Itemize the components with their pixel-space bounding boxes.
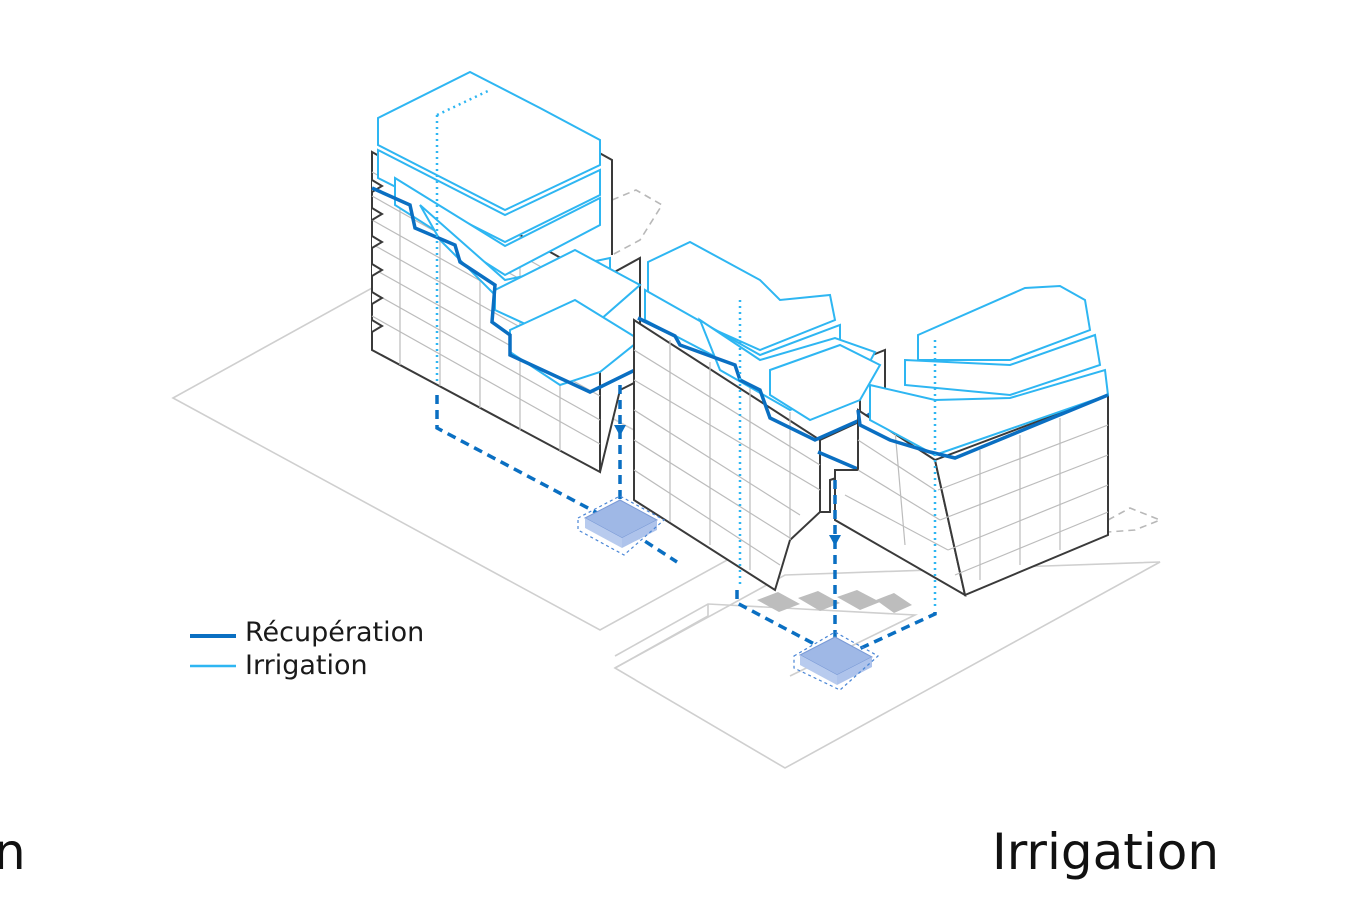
neighbor-outlines [611, 189, 1163, 533]
arrow-down-icon [614, 425, 626, 436]
storage-tank-2 [793, 631, 880, 691]
storage-tank-1 [577, 495, 666, 556]
building-3-side-face [933, 393, 1109, 597]
building-1-irrigation-lines [377, 70, 642, 387]
building-3 [834, 284, 1110, 610]
ramp-outline [614, 603, 919, 677]
building-2-floor-lines [633, 340, 821, 570]
building-3-floor-lines [844, 418, 1109, 580]
building-2-recuperation-line [637, 316, 886, 442]
building-1 [371, 70, 642, 474]
caption-right: Irrigation [992, 823, 1220, 881]
flow-arrows [614, 425, 841, 546]
building-1-recuperation-line [371, 186, 636, 394]
building-3-irrigation-lines [869, 284, 1110, 457]
recuperation-pipes [435, 385, 937, 662]
arrow-down-icon [829, 535, 841, 546]
ramp-stripes [757, 590, 912, 613]
legend: Récupération Irrigation [190, 617, 424, 681]
legend-label-recuperation: Récupération [245, 617, 424, 648]
caption-left: n [0, 823, 26, 881]
building-2-irrigation-lines [644, 240, 882, 422]
legend-label-irrigation: Irrigation [245, 650, 368, 681]
ramp-edge [614, 604, 709, 669]
building-3-recuperation-line [856, 393, 1109, 460]
building-2 [633, 240, 886, 592]
ground-plot-right [613, 561, 1161, 769]
